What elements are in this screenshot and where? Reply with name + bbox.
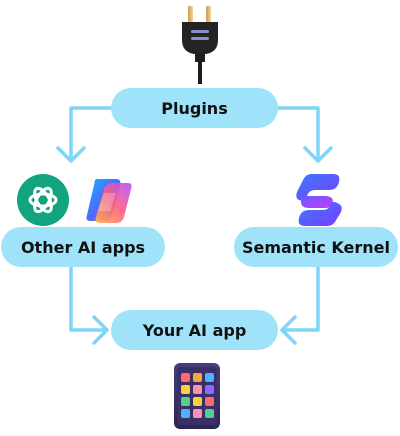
your-ai-app-node: Your AI app <box>111 310 278 350</box>
arrow-plugins-to-other-apps <box>69 106 114 162</box>
arrow-semantic-kernel-to-your-app <box>281 264 320 332</box>
plugins-label: Plugins <box>161 98 228 118</box>
arrow-plugins-to-semantic-kernel <box>275 106 320 162</box>
chatgpt-logo-icon <box>17 174 69 226</box>
copilot-logo-icon <box>86 179 132 223</box>
semantic-kernel-label: Semantic Kernel <box>241 237 390 257</box>
your-ai-app-label: Your AI app <box>142 320 247 340</box>
app-tablet-icon <box>174 363 220 429</box>
other-ai-apps-node: Other AI apps <box>1 227 165 267</box>
arrow-other-apps-to-your-app <box>69 264 108 332</box>
semantic-kernel-node: Semantic Kernel <box>234 227 398 267</box>
semantic-kernel-logo-icon <box>296 174 342 226</box>
power-plug-icon <box>182 6 218 84</box>
other-ai-apps-label: Other AI apps <box>20 237 146 257</box>
plugins-node: Plugins <box>111 88 278 128</box>
